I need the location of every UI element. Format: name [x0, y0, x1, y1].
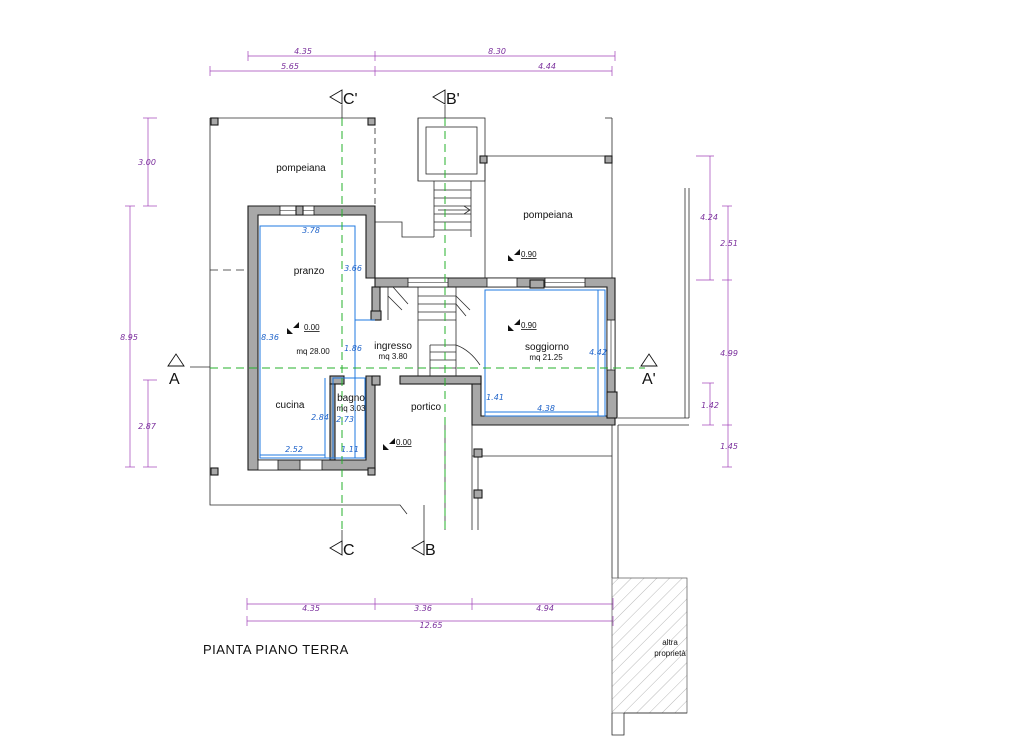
dim-top4: 4.44 — [538, 62, 556, 71]
inner-dim-6: 1.41 — [486, 393, 504, 402]
label-proprieta: proprietà — [654, 649, 686, 658]
inner-dim-4: 1.86 — [344, 344, 362, 353]
dim-bot4: 12.65 — [420, 621, 443, 630]
level-marker-icons — [287, 249, 520, 450]
inner-dim-5: 4.42 — [589, 348, 607, 357]
inner-dim-11: 1.11 — [341, 445, 359, 454]
inner-dim-7: 4.38 — [537, 404, 555, 413]
dimension-labels: 4.35 8.30 5.65 4.44 3.00 8.95 2.87 4.24 … — [120, 47, 738, 630]
level-4: 0.00 — [396, 438, 412, 447]
inner-dim-9: 2.73 — [336, 415, 354, 424]
inner-staircase — [387, 286, 481, 376]
dim-bot2: 3.36 — [414, 604, 432, 613]
section-a-prime: A' — [642, 371, 656, 388]
dim-right1: 4.24 — [700, 213, 718, 222]
level-1: 0.90 — [521, 250, 537, 259]
dim-top2: 8.30 — [488, 47, 506, 56]
room-pranzo: pranzo — [294, 266, 325, 277]
label-altra: altra — [662, 638, 678, 647]
level-labels: 0.90 0.00 0.90 0.00 — [304, 250, 537, 447]
room-soggiorno: soggiorno — [525, 342, 569, 353]
room-bagno: bagno — [337, 393, 365, 404]
dim-bot1: 4.35 — [302, 604, 320, 613]
walls — [210, 117, 618, 499]
dim-left2: 8.95 — [120, 333, 138, 342]
section-labels: A A' B' B C' C — [169, 91, 656, 559]
room-labels: pompeiana pompeiana pranzo mq 28.00 ingr… — [276, 163, 687, 658]
dim-right2: 2.51 — [720, 239, 738, 248]
section-b-top: B' — [446, 91, 460, 108]
inner-dim-3: 8.36 — [261, 333, 279, 342]
inner-dimension-labels: 3.78 3.66 8.36 1.86 4.42 1.41 4.38 2.84 … — [261, 226, 607, 454]
dimension-lines — [125, 51, 732, 626]
dim-top3: 5.65 — [281, 62, 299, 71]
level-2: 0.00 — [304, 323, 320, 332]
dim-left3: 2.87 — [138, 422, 157, 431]
dim-top1: 4.35 — [294, 47, 312, 56]
outline-lines — [209, 117, 690, 736]
section-a: A — [169, 371, 180, 388]
dim-right4: 1.42 — [701, 401, 719, 410]
inner-dim-10: 2.52 — [285, 445, 303, 454]
area-ingresso: mq 3.80 — [379, 352, 408, 361]
room-ingresso: ingresso — [374, 341, 412, 352]
area-bagno: mq 3.03 — [337, 404, 366, 413]
level-3: 0.90 — [521, 321, 537, 330]
area-soggiorno: mq 21.25 — [529, 353, 563, 362]
dim-right3: 4.99 — [720, 349, 738, 358]
section-c-top: C' — [343, 91, 358, 108]
section-b-bottom: B — [425, 542, 436, 559]
room-cucina: cucina — [276, 400, 305, 411]
dim-left1: 3.00 — [138, 158, 156, 167]
dim-right5: 1.45 — [720, 442, 738, 451]
section-c-bottom: C — [343, 542, 355, 559]
room-pompeiana-left: pompeiana — [276, 163, 326, 174]
room-pompeiana-right: pompeiana — [523, 210, 573, 221]
dim-bot3: 4.94 — [536, 604, 554, 613]
room-outlines — [259, 225, 606, 459]
room-portico: portico — [411, 402, 441, 413]
inner-dim-2: 3.66 — [344, 264, 362, 273]
inner-dim-1: 3.78 — [302, 226, 320, 235]
section-lines — [167, 89, 658, 556]
inner-dim-8: 2.84 — [311, 413, 329, 422]
plan-title: PIANTA PIANO TERRA — [203, 642, 349, 657]
area-pranzo: mq 28.00 — [296, 347, 330, 356]
